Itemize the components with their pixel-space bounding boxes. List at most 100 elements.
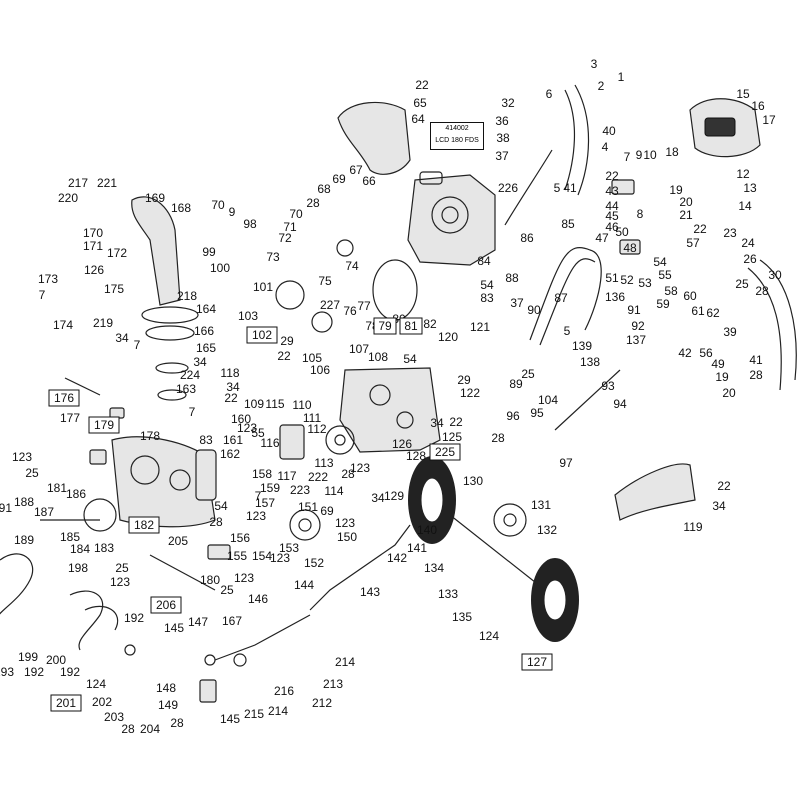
callout-text: 37: [510, 296, 524, 310]
callout-text: 16: [751, 99, 765, 113]
callout-text: 72: [278, 231, 292, 245]
callout-text: 217: [68, 176, 88, 190]
callout-text: 155: [227, 549, 247, 563]
callout-text: 61: [691, 304, 705, 318]
callout-number: 60: [683, 289, 697, 303]
callout-number: 215: [244, 707, 264, 721]
callout-number: 24: [741, 236, 755, 250]
callout-number: 25: [735, 277, 749, 291]
callout-text: 9: [636, 148, 643, 162]
callout-number: 41: [563, 181, 577, 195]
callout-number: 48: [623, 241, 637, 255]
callout-number: 9: [636, 148, 643, 162]
cable: [504, 149, 553, 226]
callout-text: 202: [92, 695, 112, 709]
callout-text: 1: [618, 70, 625, 84]
callout-text: 126: [84, 263, 104, 277]
callout-number: 2: [598, 79, 605, 93]
callout-number: 67: [349, 163, 363, 177]
callout-text: 30: [768, 268, 782, 282]
callout-number: 199: [18, 650, 38, 664]
callout-number: 20: [679, 195, 693, 209]
callout-text: 7: [134, 338, 141, 352]
callout-number: 117: [277, 469, 296, 483]
callout-boxed: 102: [246, 326, 278, 344]
callout-number: 157: [255, 496, 275, 510]
callout-number: 212: [312, 696, 332, 710]
callout-number: 29: [457, 373, 471, 387]
engine-model-number: 414002: [445, 125, 469, 132]
callout-number: 181: [47, 481, 67, 495]
callout-text: 120: [438, 330, 458, 344]
callout-text: 206: [156, 598, 176, 612]
callout-text: 59: [656, 297, 670, 311]
callout-text: 129: [384, 489, 404, 503]
callout-number: 45: [605, 209, 619, 223]
callout-number: 68: [317, 182, 331, 196]
callout-text: 70: [289, 207, 303, 221]
callout-number: 175: [104, 282, 124, 296]
callout-number: 70: [289, 207, 303, 221]
callout-number: 217: [68, 176, 88, 190]
callout-text: 86: [520, 231, 534, 245]
callout-number: 169: [145, 191, 165, 205]
callout-number: 123: [350, 461, 370, 475]
callout-text: 147: [188, 615, 208, 629]
callout-number: 22: [224, 391, 238, 405]
callout-box: [48, 389, 80, 407]
callout-number: 96: [506, 409, 520, 423]
callout-text: 200: [46, 653, 66, 667]
callout-number: 43: [605, 184, 619, 198]
callout-text: 75: [318, 274, 332, 288]
callout-text: 25: [25, 466, 39, 480]
callout-text: 54: [214, 499, 228, 513]
callout-text: 114: [324, 484, 343, 498]
callout-number: 83: [480, 291, 494, 305]
callout-number: 36: [495, 114, 509, 128]
callout-number: 22: [717, 479, 731, 493]
callout-number: 177: [60, 411, 80, 425]
callout-number: 13: [743, 181, 757, 195]
callout-number: 223: [290, 483, 310, 497]
callout-number: 8: [637, 207, 644, 221]
callout-text: 12: [736, 167, 750, 181]
callout-number: 143: [360, 585, 380, 599]
callout-number: 185: [60, 530, 80, 544]
callout-text: 105: [302, 351, 322, 365]
callout-text: 14: [738, 199, 752, 213]
callout-text: 40: [602, 124, 616, 138]
callout-text: 160: [231, 412, 251, 426]
callout-number: 56: [699, 346, 713, 360]
callout-text: 149: [158, 698, 178, 712]
callout-text: 201: [56, 696, 76, 710]
callout-number: 186: [66, 487, 86, 501]
callout-text: 151: [298, 500, 318, 514]
callout-text: 48: [623, 241, 637, 255]
callout-text: 164: [196, 302, 216, 316]
callout-number: 145: [164, 621, 184, 635]
left-wheel: [408, 456, 456, 544]
callout-text: 24: [741, 236, 755, 250]
callout-text: 28: [491, 431, 505, 445]
callout-text: 170: [83, 226, 103, 240]
auger-left: [0, 553, 34, 615]
callout-number: 221: [97, 176, 117, 190]
callout-number: 34: [712, 499, 726, 513]
callout-text: 19: [715, 370, 729, 384]
callout-number: 58: [664, 284, 678, 298]
callout-number: 138: [580, 355, 600, 369]
callout-number: 203: [104, 710, 124, 724]
callout-number: 204: [140, 722, 160, 736]
callout-number: 115: [265, 397, 284, 411]
callout-text: 104: [538, 393, 558, 407]
callout-text: 221: [97, 176, 117, 190]
callout-text: 49: [711, 357, 725, 371]
callout-number: 46: [605, 220, 619, 234]
callout-text: 2: [598, 79, 605, 93]
callout-text: 55: [658, 268, 672, 282]
callout-text: 203: [104, 710, 124, 724]
callout-boxed: 201: [50, 694, 82, 712]
callout-number: 6: [546, 87, 553, 101]
callout-number: 123: [234, 571, 254, 585]
